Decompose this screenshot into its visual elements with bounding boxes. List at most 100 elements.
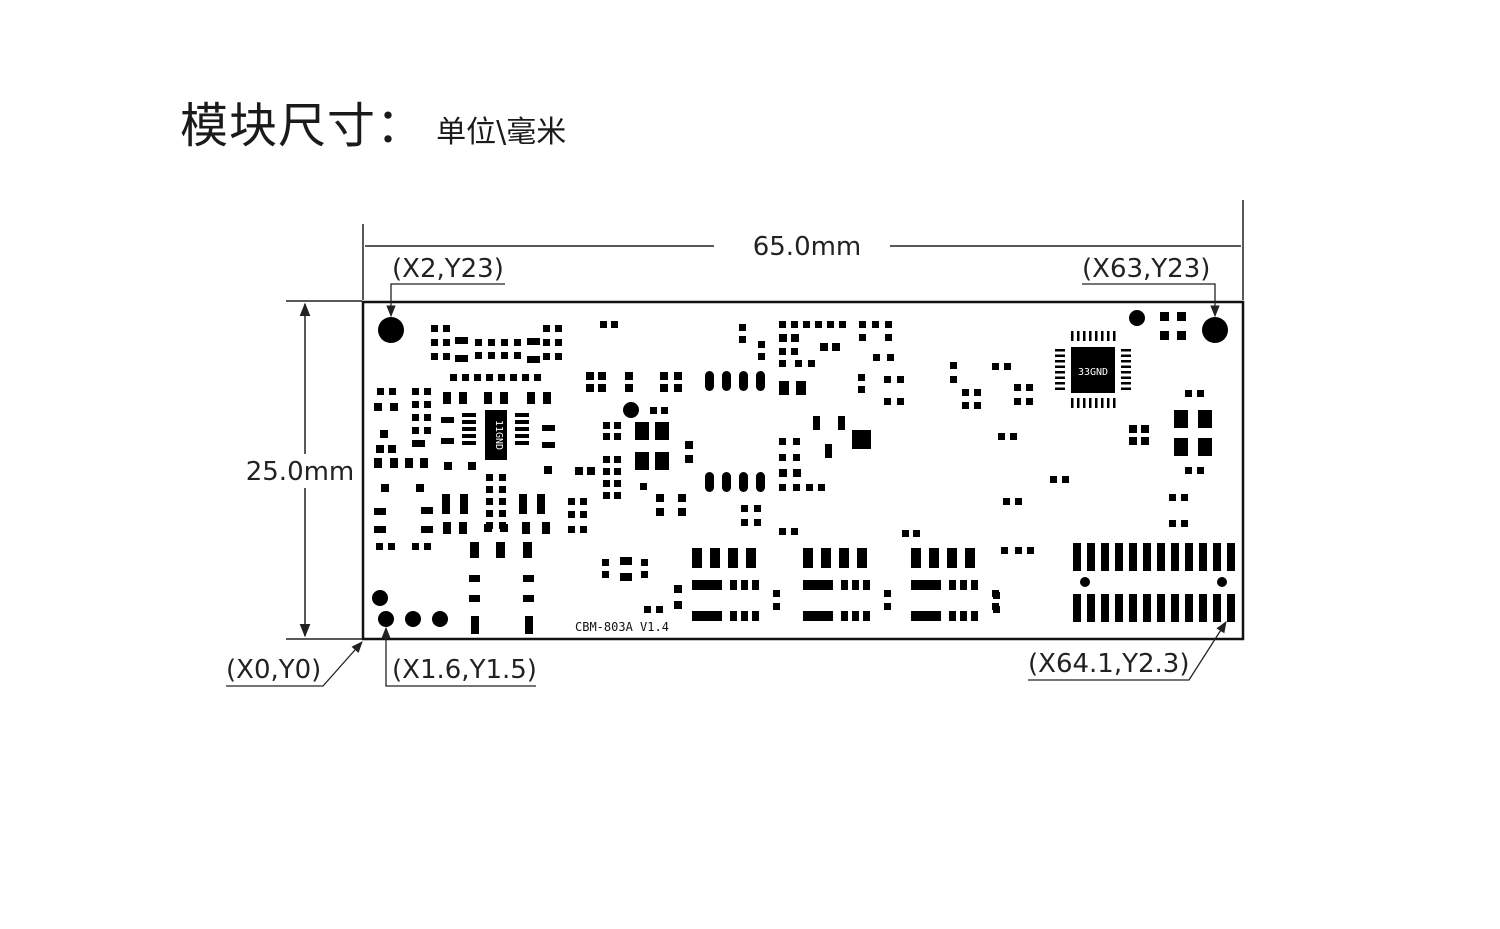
pad-152 [580, 511, 587, 518]
pad-143 [614, 468, 621, 475]
pad-165 [644, 606, 651, 613]
pad-155 [656, 494, 664, 502]
pad-48 [527, 392, 535, 404]
pad-51 [441, 438, 454, 444]
pad-232 [950, 376, 957, 383]
coord-bottom-left-pin: (X1.6,Y1.5) [392, 655, 537, 685]
pad-49 [543, 392, 551, 404]
pad-85 [381, 484, 389, 492]
mounting-hole-top-right [1202, 317, 1228, 343]
pad-330 [1157, 543, 1165, 571]
pad-158 [678, 508, 686, 516]
pad-277 [710, 548, 720, 568]
pad-11 [488, 352, 495, 359]
pad-61 [515, 441, 529, 445]
pad-118 [586, 384, 594, 392]
pad-172 [756, 371, 765, 391]
chip-right-pins [1055, 331, 1131, 408]
pad-329 [1143, 594, 1151, 622]
pad-92 [460, 494, 468, 514]
pad-34 [412, 388, 419, 395]
pad-130 [614, 422, 621, 429]
pad-335 [1185, 594, 1193, 622]
qfn-pin [1083, 331, 1086, 341]
pad-248 [1015, 498, 1022, 505]
pad-166 [656, 606, 663, 613]
chip-right-body [1071, 347, 1115, 393]
pad-189 [885, 321, 892, 328]
qfn-pin [1055, 376, 1065, 379]
pad-266 [1129, 425, 1137, 433]
pad-22 [527, 338, 540, 345]
title-unit: 单位\毫米 [436, 115, 567, 150]
chip-left-label: 11GND [493, 420, 504, 450]
pad-120 [625, 372, 633, 380]
pad-2 [431, 353, 438, 360]
qfn-pin [1055, 371, 1065, 374]
pad-226 [754, 505, 761, 512]
pad-241 [1014, 398, 1021, 405]
pad-192 [859, 334, 866, 341]
pad-236 [974, 389, 981, 396]
pad-210 [897, 398, 904, 405]
pad-269 [1129, 437, 1137, 445]
pad-7 [455, 355, 468, 362]
pad-309 [949, 580, 956, 590]
pad-257 [1177, 312, 1186, 321]
pad-73 [468, 462, 476, 470]
pad-245 [1050, 476, 1057, 483]
pad-167 [674, 585, 682, 593]
pad-213 [852, 430, 871, 449]
pad-115 [611, 321, 618, 328]
fiducial-middle [623, 402, 639, 418]
pad-293 [857, 548, 867, 568]
pad-23 [527, 356, 540, 363]
pad-326 [1129, 543, 1137, 571]
pad-196 [779, 348, 786, 355]
pad-75 [486, 486, 493, 493]
pad-45 [459, 392, 467, 404]
pad-129 [603, 433, 610, 440]
qfn-pin [1121, 387, 1131, 390]
chip-left: 11GND [485, 410, 507, 460]
pad-233 [992, 363, 999, 370]
pad-74 [486, 474, 493, 481]
pad-251 [1001, 547, 1008, 554]
pad-256 [1160, 312, 1169, 321]
pad-4 [443, 339, 450, 346]
pad-216 [793, 438, 800, 445]
pad-175 [739, 472, 748, 492]
pad-174 [722, 472, 731, 492]
qfn-pin [1121, 349, 1131, 352]
pad-13 [501, 352, 508, 359]
pad-188 [872, 321, 879, 328]
pad-121 [625, 384, 633, 392]
qfn-pin [1113, 331, 1116, 341]
pad-319 [1073, 594, 1081, 622]
pad-235 [962, 389, 969, 396]
pad-41 [424, 427, 431, 434]
pin-1 [378, 611, 394, 627]
qfn-pin [1083, 398, 1086, 408]
pad-171 [739, 371, 748, 391]
qfn-pin [1121, 376, 1131, 379]
pad-198 [779, 360, 786, 367]
diagram-title: 模块尺寸： 单位\毫米 [180, 86, 566, 156]
pad-291 [821, 548, 831, 568]
pad-100 [542, 522, 550, 534]
pad-9 [475, 352, 482, 359]
pad-39 [424, 401, 431, 408]
pad-142 [614, 456, 621, 463]
pad-260 [1185, 390, 1192, 397]
title-main: 模块尺寸： [180, 98, 426, 154]
pad-88 [374, 526, 386, 533]
pad-40 [424, 414, 431, 421]
pad-66 [388, 445, 396, 453]
qfn-pin [1055, 365, 1065, 368]
pad-275 [1181, 520, 1188, 527]
pad-125 [674, 384, 682, 392]
pad-68 [390, 458, 398, 468]
pad-312 [911, 611, 941, 621]
pad-203 [779, 381, 789, 395]
callout-line-top-right [1082, 283, 1220, 318]
